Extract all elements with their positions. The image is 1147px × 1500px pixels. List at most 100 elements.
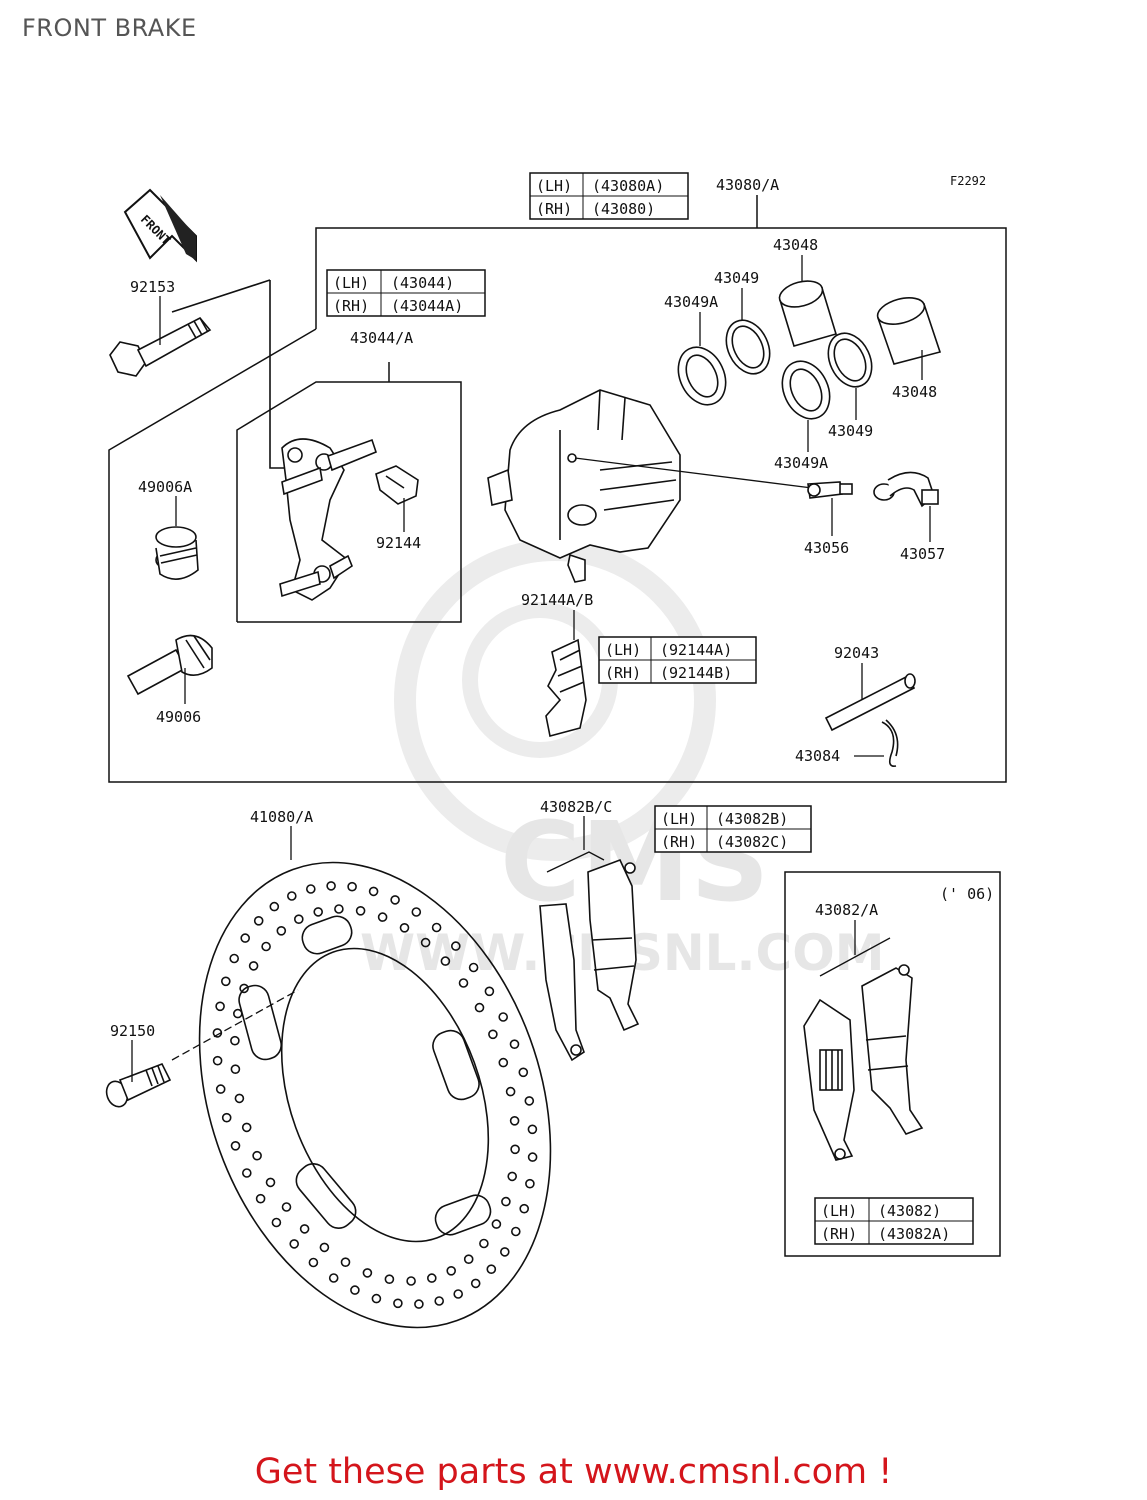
label-41080A: 41080/A <box>250 808 313 826</box>
table-43082BC-row1-side: (LH) <box>661 810 697 828</box>
disc-hole <box>390 895 400 905</box>
table-43080-row1-side: (LH) <box>536 177 572 195</box>
table-92144-row2-side: (RH) <box>605 664 641 682</box>
table-92144-row2-part: (92144B) <box>660 664 732 682</box>
label-43049-b: 43049 <box>828 422 873 440</box>
disc-hole <box>242 1168 252 1178</box>
disc-hole <box>393 1298 403 1309</box>
disc-hole <box>355 905 366 916</box>
disc-hole <box>484 986 495 997</box>
part-49006A-boot <box>155 526 199 580</box>
table-43080-row1-part: (43080A) <box>592 177 664 195</box>
label-43049A-b: 43049A <box>774 454 828 472</box>
disc-hole <box>463 1254 474 1264</box>
disc-hole <box>289 1239 300 1249</box>
disc-hole <box>525 1178 535 1189</box>
table-43082-row1-side: (LH) <box>821 1202 857 1220</box>
label-43048-a: 43048 <box>773 236 818 254</box>
disc-hole <box>498 1012 509 1022</box>
disc-hole <box>334 904 344 914</box>
disc-hole <box>265 1177 276 1188</box>
disc-hole <box>509 1116 520 1126</box>
disc-hole <box>293 914 304 925</box>
disc-hole <box>420 937 431 948</box>
part-labels: 92153 43044/A 49006A 92144 49006 43080/A… <box>110 176 994 1040</box>
disc-hole <box>239 983 249 994</box>
figure-code: F2292 <box>950 174 986 188</box>
disc-hole <box>371 1293 382 1304</box>
label-43049A-a: 43049A <box>664 293 718 311</box>
disc-hole <box>470 1278 481 1289</box>
disc-hole <box>362 1268 373 1278</box>
disc-hole <box>399 922 410 933</box>
table-43082-row2-part: (43082A) <box>878 1225 950 1243</box>
table-43082BC-row2-side: (RH) <box>661 833 697 851</box>
table-43080-row2-side: (RH) <box>536 200 572 218</box>
disc-hole <box>326 881 336 891</box>
disc-hole <box>230 1141 241 1151</box>
disc-hole <box>340 1257 351 1267</box>
disc-hole <box>431 922 442 933</box>
disc-hole <box>276 925 287 936</box>
disc-hole <box>319 1242 330 1253</box>
label-49006: 49006 <box>156 708 201 726</box>
disc-hole <box>434 1296 445 1306</box>
disc-hole <box>269 901 280 912</box>
disc-hole <box>271 1217 282 1228</box>
table-43044-row1-part: (43044) <box>391 274 454 292</box>
disc-hole <box>479 1238 489 1249</box>
disc-hole <box>261 941 271 952</box>
label-43057: 43057 <box>900 545 945 563</box>
table-43082-row2-side: (RH) <box>821 1225 857 1243</box>
part-92144-clip <box>375 465 419 505</box>
disc-hole <box>509 1039 520 1049</box>
table-43044-row1-side: (LH) <box>333 274 369 292</box>
disc-hole <box>406 1276 416 1286</box>
disc-hole <box>241 1122 252 1133</box>
part-43044-bracket <box>279 438 377 601</box>
disc-hole <box>299 1224 310 1234</box>
disc-hole <box>524 1096 535 1106</box>
disc-hole <box>486 1264 497 1274</box>
disc-hole <box>527 1152 538 1162</box>
disc-hole <box>507 1171 518 1182</box>
disc-hole <box>411 907 422 917</box>
disc-hole <box>519 1203 530 1214</box>
label-43082BC: 43082B/C <box>540 798 612 816</box>
table-43044-row2-side: (RH) <box>333 297 369 315</box>
label-92043: 92043 <box>834 644 879 662</box>
label-43049-a: 43049 <box>714 269 759 287</box>
disc-hole <box>252 1150 262 1161</box>
disc-hole <box>501 1196 511 1207</box>
disc-hole <box>368 886 379 897</box>
disc-hole <box>384 1274 395 1284</box>
part-92043-pin <box>824 673 916 732</box>
disc-hole <box>350 1285 360 1295</box>
table-43080: (LH) (43080A) (RH) (43080) <box>529 172 689 220</box>
disc-hole <box>453 1289 464 1299</box>
pad-set-box <box>784 871 1001 1257</box>
disc-hole <box>212 1055 223 1066</box>
disc-hole <box>234 1093 245 1104</box>
disc-hole <box>414 1299 424 1309</box>
table-92144-row1-part: (92144A) <box>660 641 732 659</box>
disc-hole <box>313 907 324 917</box>
table-43082BC: (LH) (43082B) (RH) (43082C) <box>654 805 812 853</box>
part-caliper-body <box>487 389 681 583</box>
label-92153: 92153 <box>130 278 175 296</box>
disc-hole <box>450 941 461 951</box>
disc-hole <box>286 891 297 901</box>
label-92144AB: 92144A/B <box>521 591 593 609</box>
disc-hole <box>308 1257 319 1268</box>
disc-hole <box>510 1144 520 1155</box>
part-92150-bolt <box>105 1062 172 1108</box>
part-43084-clip <box>881 719 899 768</box>
table-43082BC-row1-part: (43082B) <box>716 810 788 828</box>
part-43049A-seal-b <box>781 360 831 420</box>
label-49006A: 49006A <box>138 478 192 496</box>
footer-link[interactable]: Get these parts at www.cmsnl.com ! <box>254 1452 893 1492</box>
label-92144: 92144 <box>376 534 421 552</box>
label-43082A: 43082/A <box>815 901 878 919</box>
part-49006-pin <box>126 634 213 696</box>
